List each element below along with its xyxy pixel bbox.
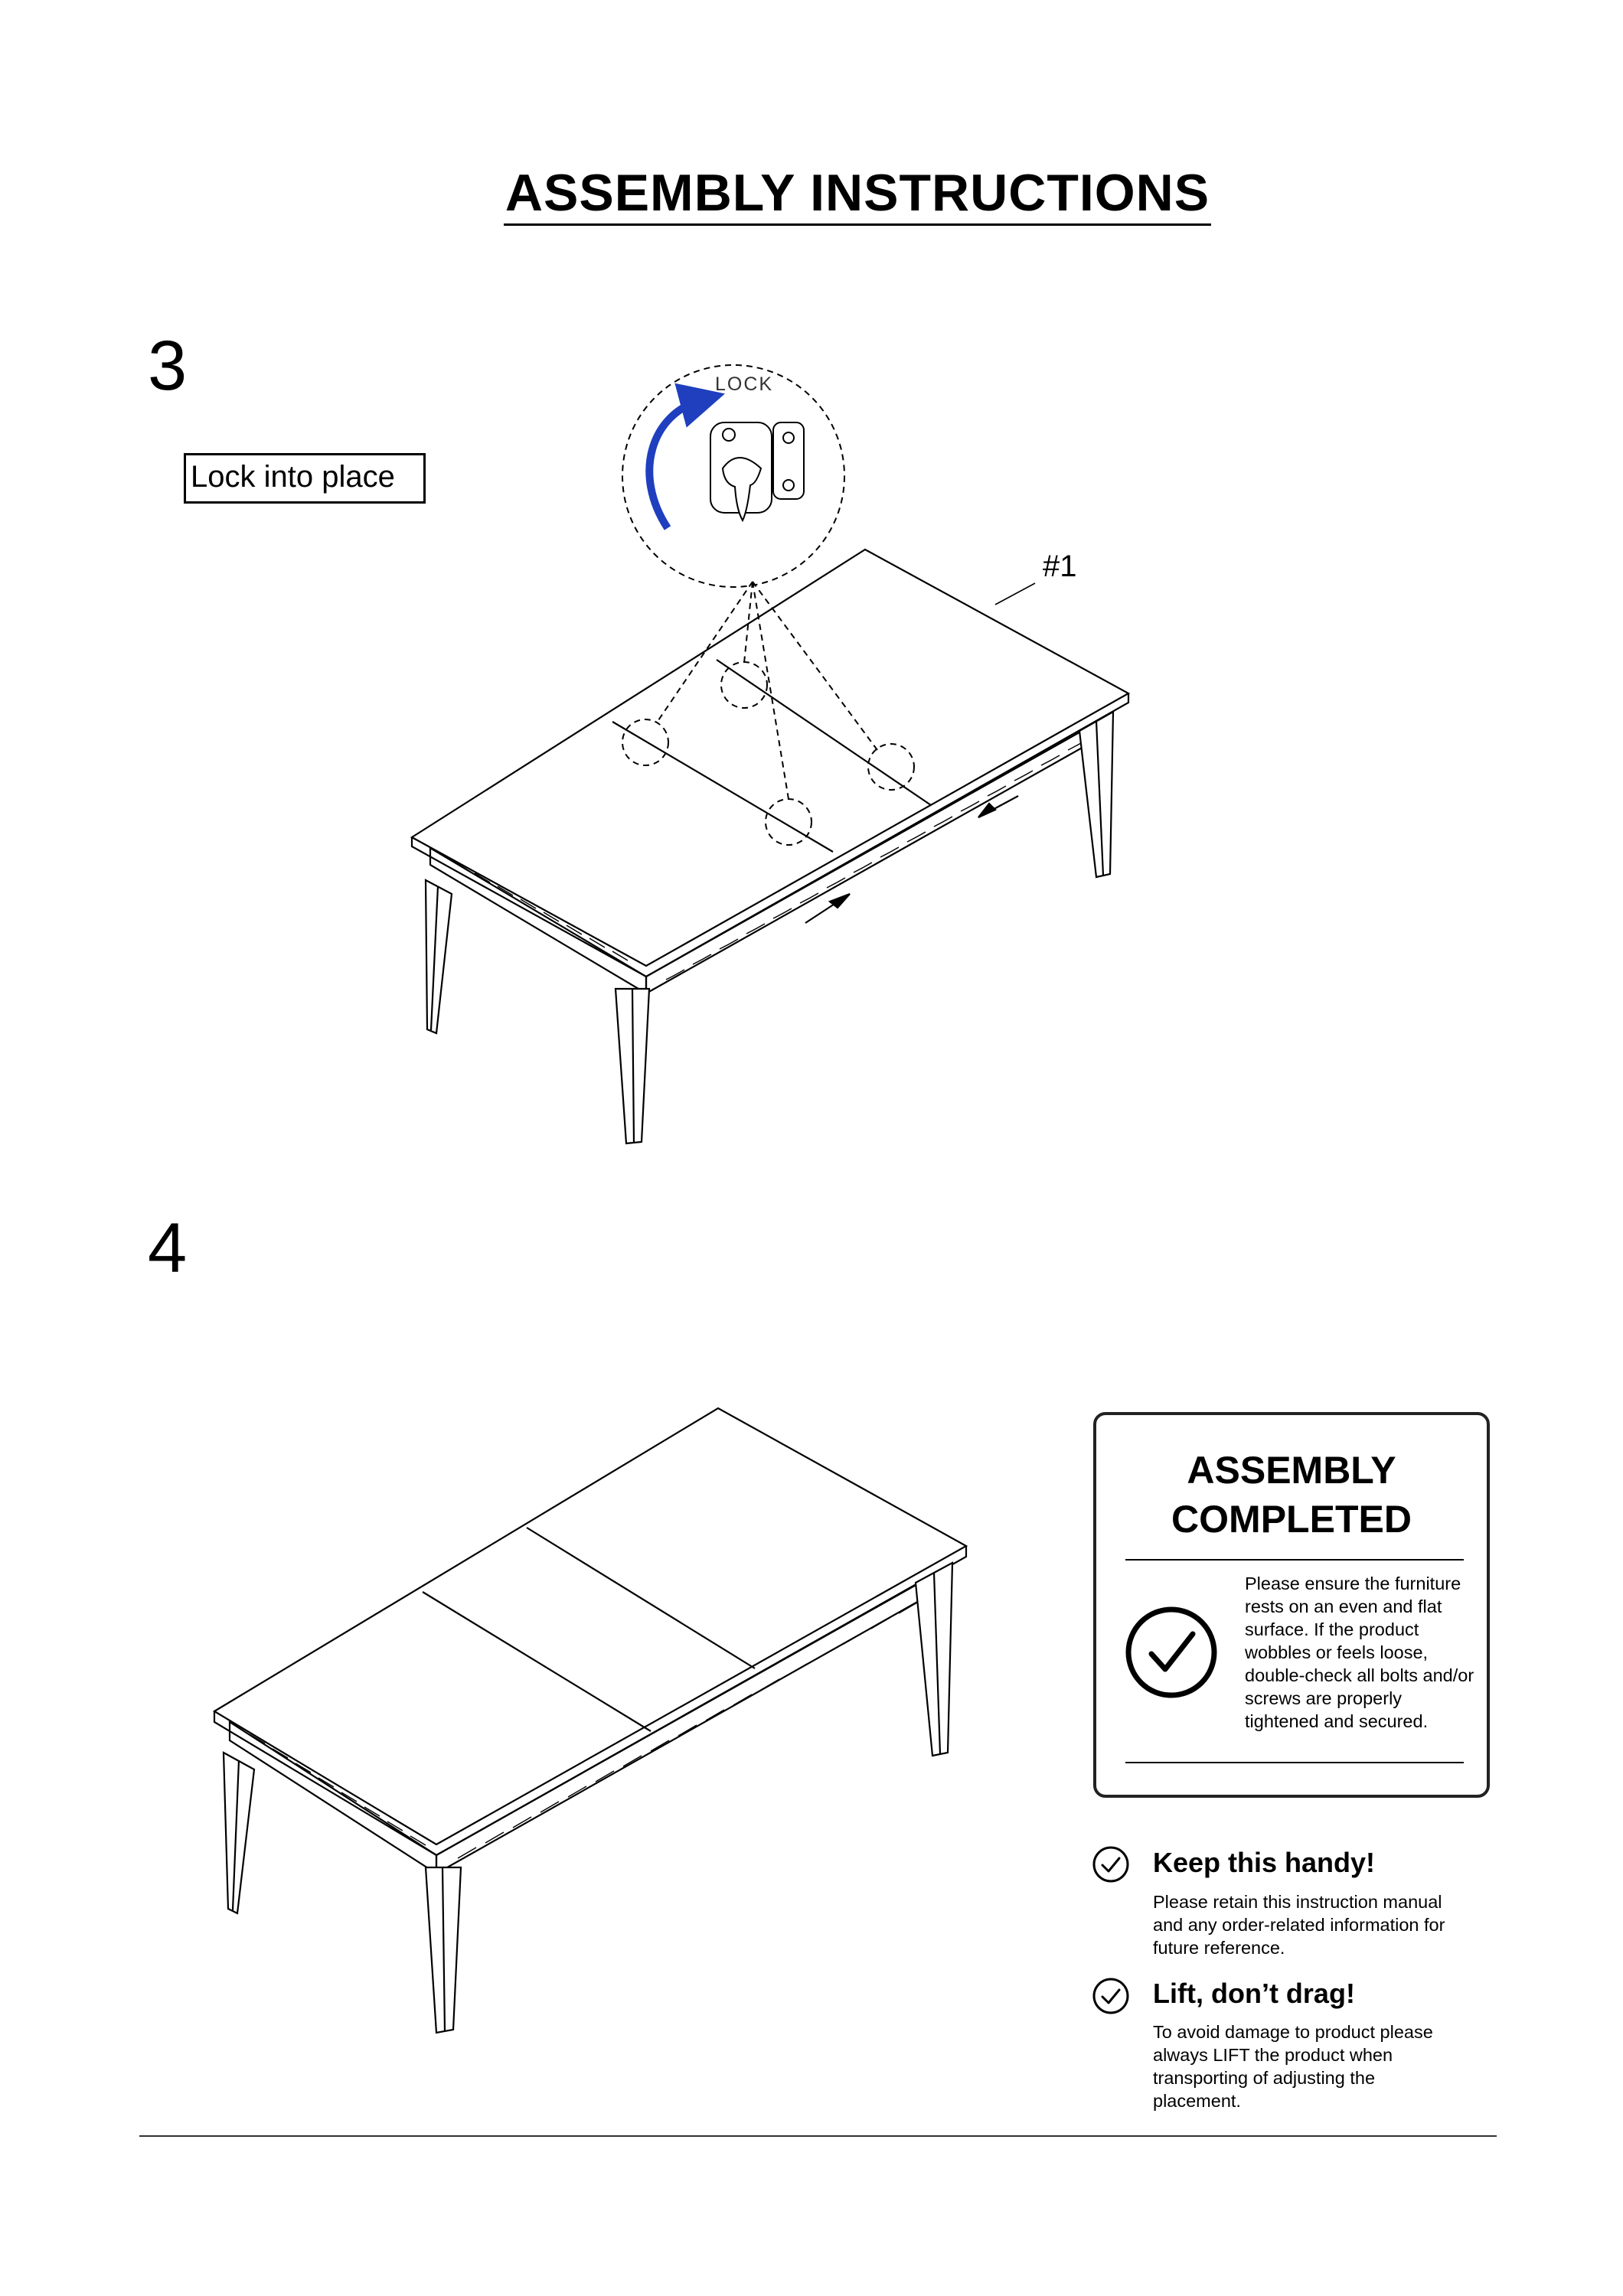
lock-into-place-label: Lock into place [184,453,426,504]
divider [1125,1559,1464,1561]
part-label-1: #1 [1043,550,1077,583]
assembly-completed-box: ASSEMBLY COMPLETED Please ensure the fur… [1093,1412,1490,1798]
tip-title-lift-dont-drag: Lift, don’t drag! [1153,1978,1355,2009]
checkmark-circle-icon [1092,1978,1129,2014]
page-title: ASSEMBLY INSTRUCTIONS [0,163,1623,226]
step-3-number: 3 [148,327,188,405]
assembly-completed-text: Please ensure the furniture rests on an … [1245,1574,1474,1731]
lock-detail-label: LOCK [715,373,773,395]
assembly-completed-heading: ASSEMBLY COMPLETED [1171,1449,1412,1541]
step4-table-illustration [212,1407,968,2034]
tip-title-keep-handy: Keep this handy! [1153,1847,1376,1878]
tip-body-lift-dont-drag: To avoid damage to product please always… [1153,2022,1433,2111]
step3-table-illustration [410,364,1131,1145]
tip-body-keep-handy: Please retain this instruction manual an… [1153,1892,1445,1958]
checkmark-circle-icon [1125,1606,1217,1698]
step-4-number: 4 [148,1209,188,1287]
divider [1125,1762,1464,1763]
checkmark-circle-icon [1092,1846,1129,1883]
footer-divider [139,2135,1497,2137]
